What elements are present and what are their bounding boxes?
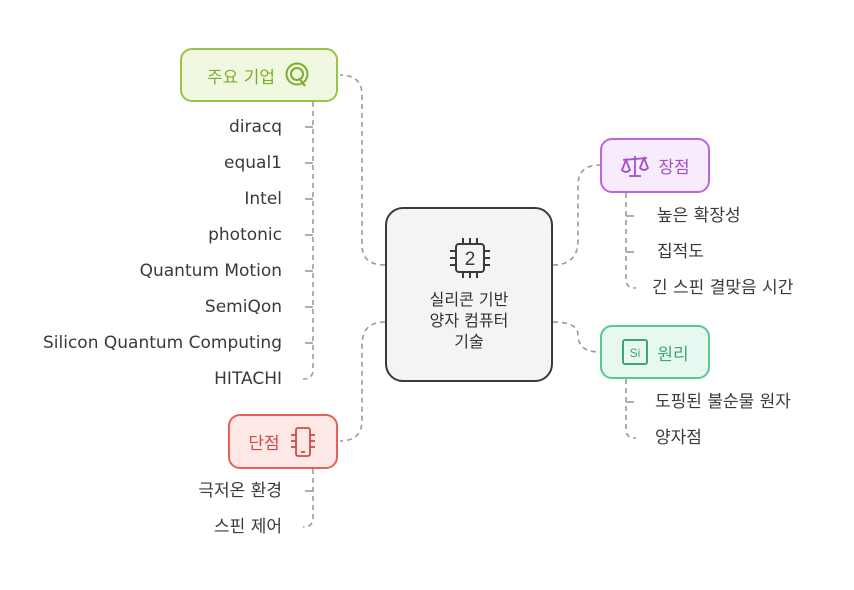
- company-item: equal1: [224, 153, 282, 173]
- chip-number: 2: [465, 249, 476, 270]
- company-item: SemiQon: [204, 297, 282, 317]
- category-principle-label: 원리: [657, 344, 689, 365]
- category-companies[interactable]: 주요 기업: [180, 48, 338, 102]
- con-item: 극저온 환경: [198, 481, 282, 501]
- company-item: Silicon Quantum Computing: [43, 333, 282, 353]
- category-principle[interactable]: Si 원리: [600, 325, 710, 379]
- center-title: 실리콘 기반 양자 컴퓨터 기술: [429, 290, 509, 351]
- category-companies-label: 주요 기업: [207, 67, 275, 88]
- company-item: Quantum Motion: [139, 261, 282, 281]
- company-item: HITACHI: [214, 369, 282, 389]
- silicon-element-icon: Si: [621, 338, 649, 366]
- category-pros-label: 장점: [658, 158, 690, 178]
- balance-scale-icon: [620, 153, 650, 179]
- category-pros[interactable]: 장점: [600, 138, 710, 193]
- center-node: 2 실리콘 기반 양자 컴퓨터 기술: [385, 207, 553, 382]
- category-cons[interactable]: 단점: [228, 414, 338, 469]
- pro-item: 집적도: [657, 242, 704, 262]
- chip-icon: 2: [450, 238, 490, 278]
- con-item: 스핀 제어: [214, 517, 282, 537]
- category-cons-label: 단점: [248, 434, 280, 454]
- principle-item: 양자점: [655, 428, 702, 448]
- company-item: diracq: [228, 117, 282, 137]
- silicon-symbol: Si: [630, 346, 641, 360]
- pro-item: 긴 스핀 결맞음 시간: [652, 278, 794, 298]
- principle-item: 도핑된 불순물 원자: [655, 392, 791, 412]
- company-item: Intel: [244, 189, 282, 209]
- phone-chip-icon: [288, 426, 318, 458]
- company-item: photonic: [208, 225, 282, 245]
- pro-item: 높은 확장성: [657, 206, 741, 226]
- q-icon: [283, 61, 311, 89]
